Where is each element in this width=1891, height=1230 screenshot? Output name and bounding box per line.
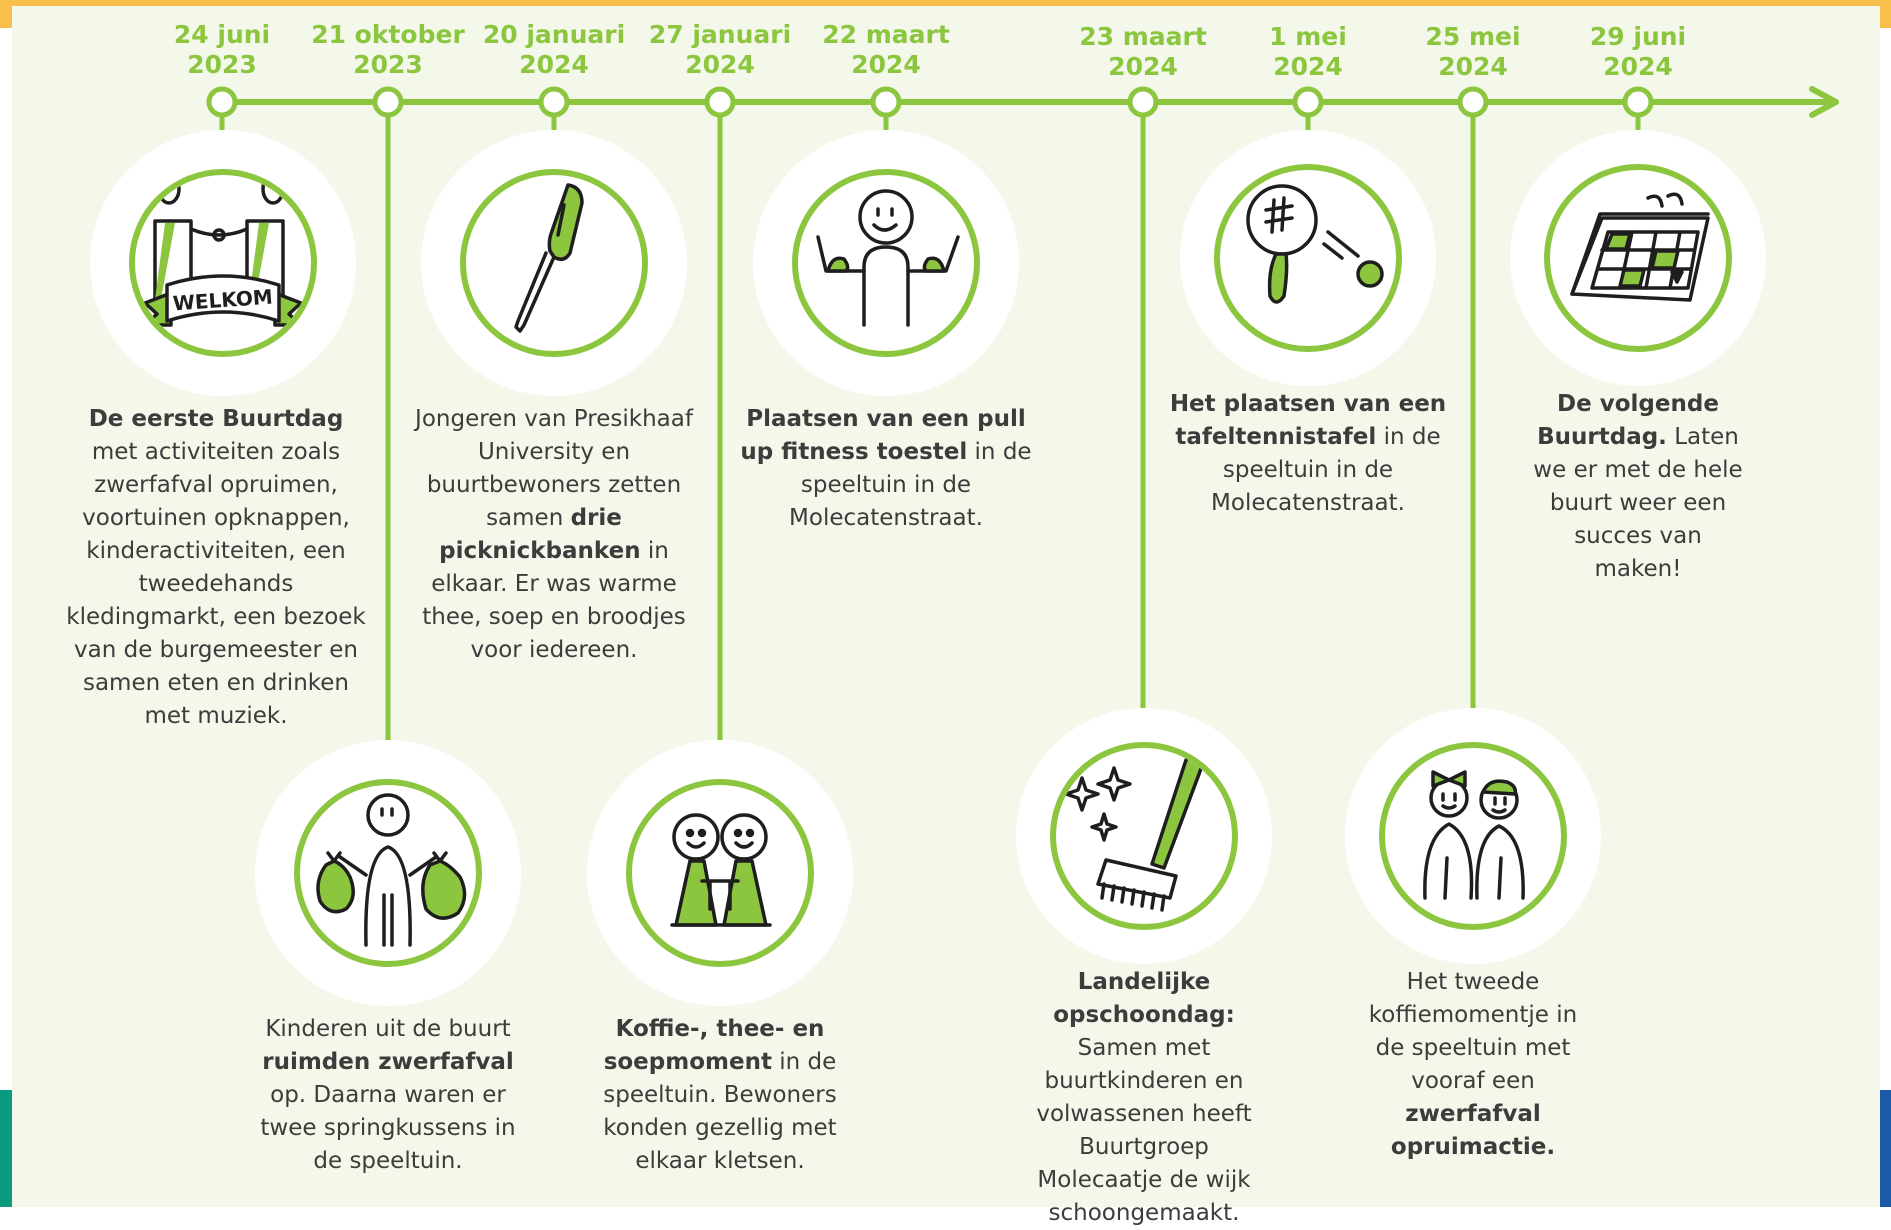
description-text: Laten we er met de hele buurt weer een s… (1533, 424, 1743, 582)
two-kids-icon (1423, 770, 1525, 900)
event-bubble (1180, 130, 1436, 386)
event-date: 1 mei 2024 (1218, 22, 1398, 82)
event-bubble (1016, 708, 1272, 964)
description-text: in de speeltuin in de Molecatenstraat. (789, 439, 1032, 531)
date-year: 2024 (1108, 52, 1178, 81)
timeline-node (1292, 86, 1324, 118)
event-description: Jongeren van Presikhaaf University en bu… (409, 403, 699, 667)
description-text: Het tweede koffiemomentje in de speeltui… (1368, 969, 1578, 1094)
description-text: in de speeltuin. Bewoners konden gezelli… (603, 1049, 837, 1174)
event-icon-circle (1050, 742, 1238, 930)
event-date: 22 maart 2024 (796, 20, 976, 80)
date-year: 2023 (187, 50, 257, 79)
description-text: Jongeren van Presikhaaf University en bu… (415, 406, 693, 531)
timeline-node (1127, 86, 1159, 118)
event-description: Het plaatsen van een tafeltennistafel in… (1168, 388, 1448, 520)
date-year: 2024 (519, 50, 589, 79)
event-icon-circle: WELKOM (129, 169, 317, 357)
date-day: 22 maart (822, 20, 950, 49)
table-tennis-icon (1246, 184, 1384, 304)
event-description: De eerste Buurtdag met activiteiten zoal… (66, 403, 366, 733)
date-day: 1 mei (1269, 22, 1347, 51)
event-date: 29 juni 2024 (1548, 22, 1728, 82)
description-highlight: zwerfafval opruimactie. (1390, 1101, 1556, 1160)
trash-bags-icon (316, 793, 467, 947)
event-icon-circle (1214, 164, 1402, 352)
event-icon-circle (460, 169, 648, 357)
event-description: Plaatsen van een pull up fitness toestel… (727, 403, 1045, 535)
timeline-node (206, 86, 238, 118)
date-day: 25 mei (1425, 22, 1521, 51)
date-day: 27 januari (648, 20, 792, 49)
event-icon-circle (626, 779, 814, 967)
description-text: in de speeltuin in de Molecatenstraat. (1211, 424, 1441, 516)
welcome-banner-icon: WELKOM (143, 175, 303, 327)
date-year: 2024 (685, 50, 755, 79)
event-description: Koffie-, thee- en soepmoment in de speel… (600, 1013, 840, 1178)
left-edge-accent (0, 1090, 12, 1207)
date-day: 20 januari (482, 20, 626, 49)
description-highlight: ruimden zwerfafval (262, 1049, 514, 1075)
two-people-icon (670, 813, 772, 927)
description-highlight: Koffie-, thee- en soepmoment (603, 1016, 825, 1075)
date-day: 23 maart (1079, 22, 1207, 51)
event-description: Landelijke opschoondag: Samen met buurtk… (1014, 966, 1274, 1230)
date-day: 21 oktober (311, 20, 465, 49)
date-day: 24 juni (173, 20, 271, 49)
description-text: met activiteiten zoals zwerfafval opruim… (66, 439, 366, 729)
event-icon-circle (1544, 164, 1732, 352)
event-bubble (421, 130, 687, 396)
description-text: op. Daarna waren er twee springkussens i… (260, 1082, 516, 1174)
strong-person-icon (816, 189, 960, 327)
event-bubble (255, 740, 521, 1006)
event-description: De volgende Buurtdag. Laten we er met de… (1528, 388, 1748, 586)
date-year: 2023 (353, 50, 423, 79)
timeline-node (1622, 86, 1654, 118)
description-highlight: drie picknickbanken (439, 505, 641, 564)
screwdriver-icon (514, 183, 584, 333)
event-date: 27 januari 2024 (630, 20, 810, 80)
description-highlight: Het plaatsen van een tafeltennistafel (1169, 391, 1447, 450)
date-year: 2024 (1273, 52, 1343, 81)
date-year: 2024 (1603, 52, 1673, 81)
timeline-arrowhead (1809, 86, 1839, 118)
timeline-node (1457, 86, 1489, 118)
event-description: Kinderen uit de buurt ruimden zwerfafval… (243, 1013, 533, 1178)
description-highlight: De eerste Buurtdag (88, 406, 344, 432)
event-icon-circle (1379, 742, 1567, 930)
event-date: 20 januari 2024 (464, 20, 644, 80)
broom-icon (1064, 752, 1205, 912)
description-highlight: Plaatsen van een pull up fitness toestel (740, 406, 1026, 465)
timeline-node (870, 86, 902, 118)
event-bubble: WELKOM (90, 130, 356, 396)
event-bubble (1510, 130, 1766, 386)
date-year: 2024 (1438, 52, 1508, 81)
date-year: 2024 (851, 50, 921, 79)
event-bubble (1345, 708, 1601, 964)
description-highlight: Landelijke opschoondag: (1053, 969, 1235, 1028)
timeline-node (372, 86, 404, 118)
event-bubble (587, 740, 853, 1006)
description-text: Kinderen uit de buurt (265, 1016, 511, 1042)
calendar-icon (1570, 192, 1710, 302)
event-icon-circle (294, 779, 482, 967)
event-description: Het tweede koffiemomentje in de speeltui… (1363, 966, 1583, 1164)
event-date: 24 juni 2023 (132, 20, 312, 80)
event-date: 25 mei 2024 (1383, 22, 1563, 82)
description-text: Samen met buurtkinderen en volwassenen h… (1036, 1035, 1252, 1226)
event-date: 23 maart 2024 (1053, 22, 1233, 82)
description-highlight: De volgende Buurtdag. (1537, 391, 1719, 450)
event-icon-circle (792, 169, 980, 357)
timeline-node (538, 86, 570, 118)
event-bubble (753, 130, 1019, 396)
date-day: 29 juni (1589, 22, 1687, 51)
description-text: in elkaar. Er was warme thee, soep en br… (422, 538, 686, 663)
timeline-node (704, 86, 736, 118)
event-date: 21 oktober 2023 (298, 20, 478, 80)
right-edge-accent (1880, 1090, 1891, 1207)
